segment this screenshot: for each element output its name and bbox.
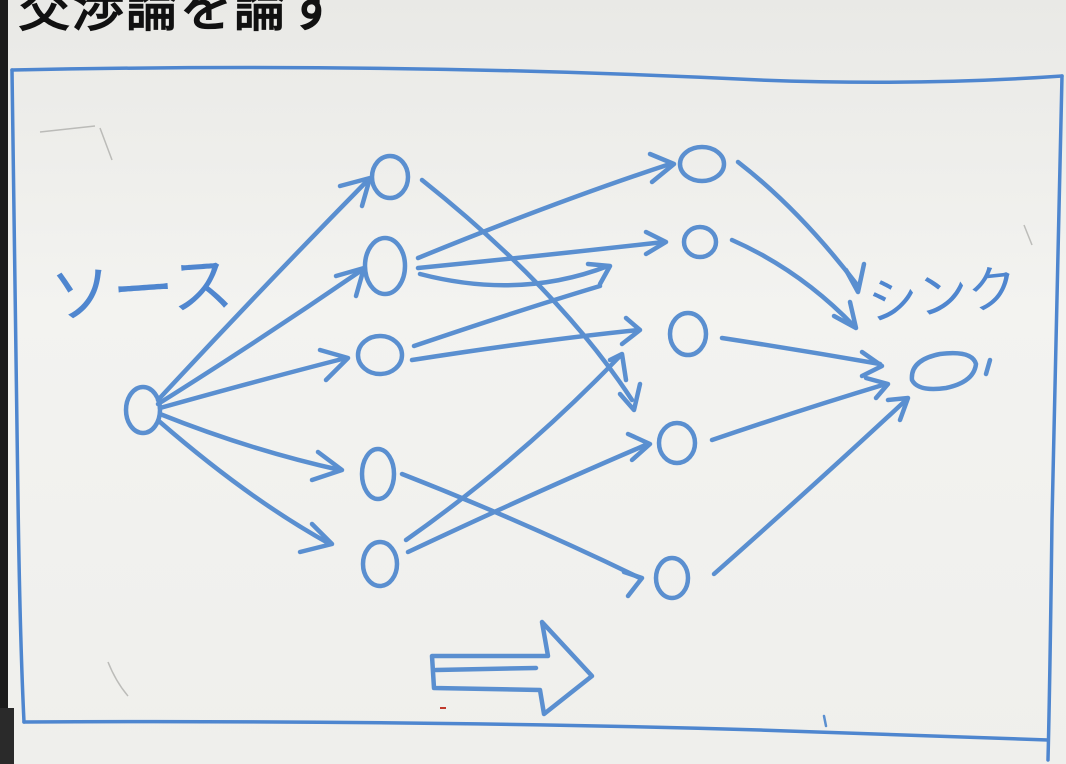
- edge: [403, 353, 623, 543]
- sink-node-tick: [983, 357, 993, 377]
- edge-arrowhead: [621, 569, 645, 599]
- layer1-node-5: [360, 539, 400, 589]
- stray-mark: [822, 714, 828, 728]
- edge-arrowhead: [317, 347, 351, 383]
- layer2-node-5: [653, 555, 691, 601]
- edge: [729, 237, 857, 329]
- drawn-frame-bottom: [22, 719, 1050, 742]
- board-edge-shadow: [0, 0, 8, 764]
- board-corner-shadow: [0, 708, 14, 764]
- edge-arrowhead: [309, 449, 345, 483]
- sink-label: シンク: [865, 259, 1020, 332]
- layer2-node-4: [656, 420, 698, 466]
- flow-direction-arrow-inner: [433, 665, 539, 673]
- sink-node: [909, 350, 979, 392]
- edge-arrowhead: [863, 375, 891, 401]
- edge: [709, 381, 889, 443]
- board-smudge: [39, 125, 113, 161]
- layer2-node-2: [681, 224, 719, 260]
- layer1-node-2: [362, 235, 408, 297]
- source-label: ソース: [48, 247, 236, 333]
- layer2-node-1: [677, 144, 727, 184]
- source-node: [123, 384, 163, 436]
- edge-arrowhead: [625, 431, 653, 463]
- edge-arrowhead: [859, 349, 885, 379]
- edge: [711, 397, 909, 577]
- layer1-node-4: [359, 446, 397, 502]
- drawn-frame-top: [10, 65, 1064, 84]
- edge-arrowhead: [607, 351, 629, 383]
- layer1-node-3: [355, 333, 405, 377]
- drawn-frame-right: [1046, 74, 1064, 762]
- edge: [399, 471, 643, 581]
- edge: [155, 177, 371, 403]
- layer2-node-3: [667, 310, 709, 358]
- edge: [735, 159, 861, 289]
- board-smudge: [1023, 224, 1033, 246]
- edge-arrowhead: [585, 261, 613, 287]
- edge-arrowhead: [843, 261, 867, 295]
- board-smudge: [107, 661, 129, 697]
- photo-caption: 交渉論を論ず: [18, 0, 343, 39]
- edge: [157, 419, 333, 547]
- edge-arrowhead: [617, 381, 643, 413]
- edge: [155, 267, 365, 407]
- edge-arrowhead: [885, 395, 911, 423]
- drawn-frame-left: [10, 68, 26, 724]
- edge-arrowhead: [337, 175, 373, 209]
- edge: [419, 177, 635, 403]
- edge: [417, 263, 611, 288]
- edge-arrowhead: [297, 521, 335, 555]
- edge: [411, 283, 603, 349]
- edge: [415, 161, 673, 261]
- edge-arrowhead: [333, 265, 367, 299]
- edge: [415, 239, 667, 271]
- edge: [157, 411, 343, 473]
- edge-arrowhead: [647, 151, 677, 185]
- edge: [409, 327, 641, 363]
- edge: [719, 335, 883, 367]
- edge-arrowhead: [619, 315, 643, 347]
- edge-arrowhead: [831, 299, 859, 331]
- layer1-node-1: [369, 153, 411, 201]
- edge-arrowhead: [643, 229, 669, 257]
- edge: [405, 441, 651, 555]
- flow-direction-arrow: [429, 619, 595, 717]
- edge: [157, 355, 349, 411]
